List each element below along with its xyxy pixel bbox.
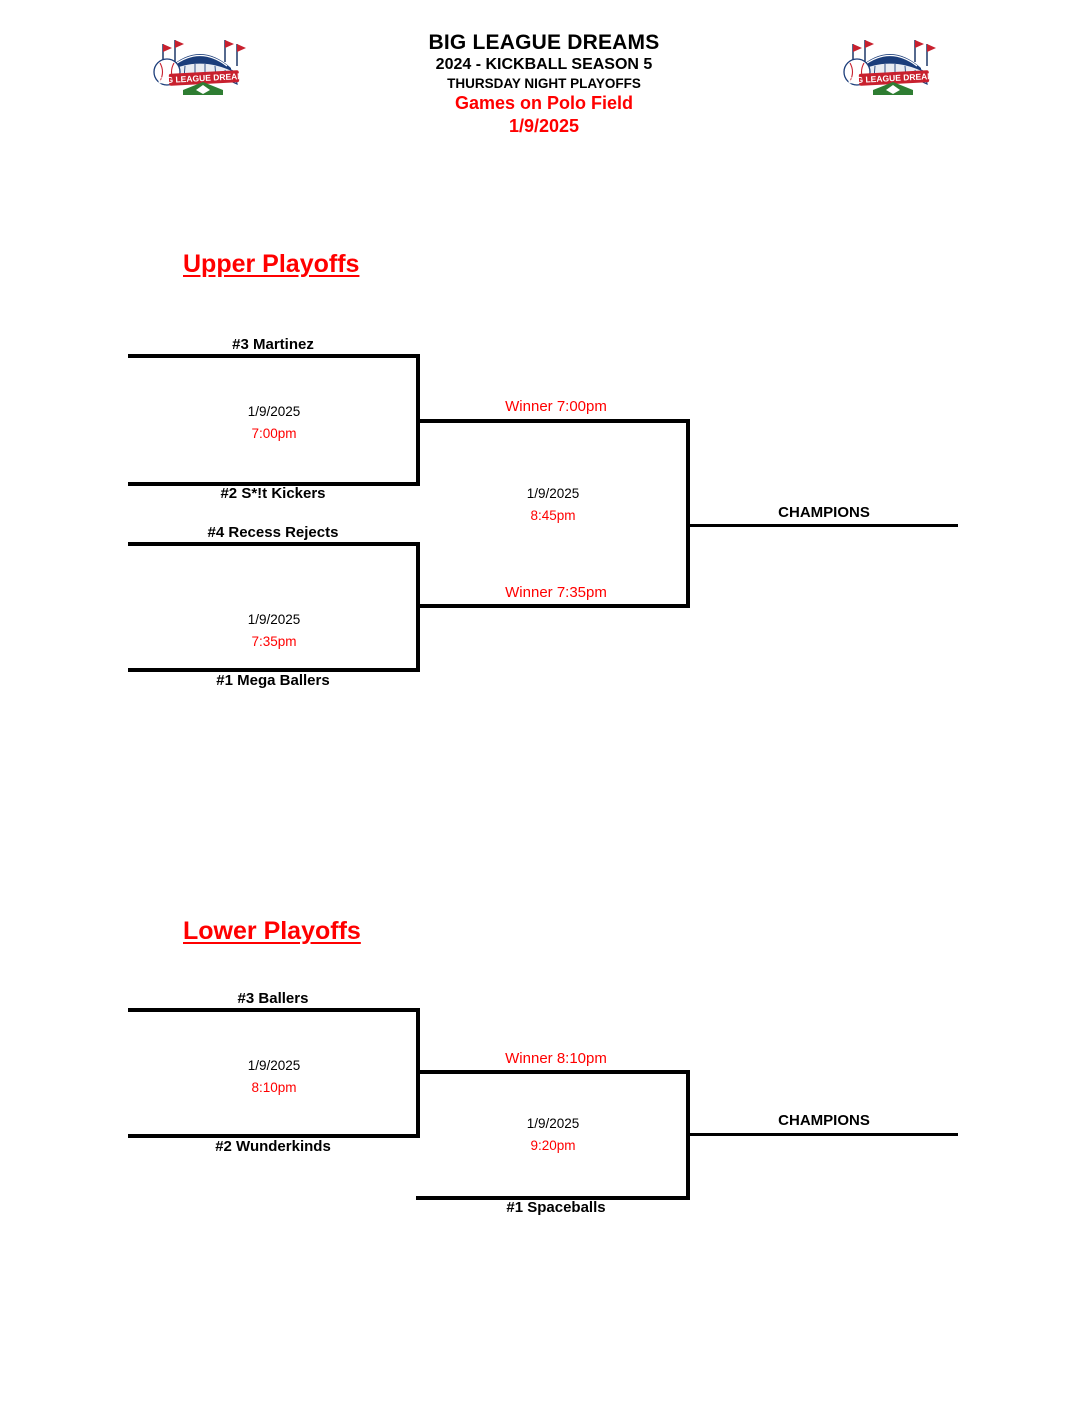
bracket-line-upper-r1-g2-top	[128, 542, 420, 546]
champions-label-lower: CHAMPIONS	[778, 1112, 870, 1129]
team-label-lower-final-bottom: #1 Spaceballs	[506, 1199, 606, 1216]
game-date: 1/9/2025	[526, 1116, 580, 1131]
game-date: 1/9/2025	[247, 404, 301, 419]
bracket-line-upper-r1-g2-bottom	[128, 668, 420, 672]
champions-label-upper: CHAMPIONS	[778, 504, 870, 521]
team-label-upper-r1-g2-bottom: #1 Mega Ballers	[216, 672, 330, 689]
bracket-line-upper-champions	[686, 524, 958, 527]
game-time: 8:45pm	[530, 508, 576, 523]
upper-playoffs-heading: Upper Playoffs	[183, 250, 360, 278]
game-time: 7:00pm	[251, 426, 297, 441]
svg-text:BIG LEAGUE DREAMS: BIG LEAGUE DREAMS	[158, 71, 251, 86]
header-date: 1/9/2025	[508, 116, 580, 136]
team-label-upper-r1-g2-top: #4 Recess Rejects	[207, 524, 339, 541]
team-label-upper-r1-g1-bottom: #2 S*!t Kickers	[220, 485, 326, 502]
game-date: 1/9/2025	[247, 612, 301, 627]
bracket-line-upper-final-bottom	[416, 604, 690, 608]
team-label-upper-r1-g1-top: #3 Martinez	[232, 336, 314, 353]
team-label-lower-r1-g1-bottom: #2 Wunderkinds	[215, 1138, 331, 1155]
bracket-line-lower-final-bottom	[416, 1196, 690, 1200]
game-info-lower-r1-g1: 1/9/2025 8:10pm	[178, 1055, 370, 1099]
game-info-upper-r1-g1: 1/9/2025 7:00pm	[178, 401, 370, 445]
team-label-lower-r1-g1-top: #3 Ballers	[237, 990, 309, 1007]
bracket-line-upper-r1-g1-bottom	[128, 482, 420, 486]
winner-slot-upper-final-bottom: Winner 7:35pm	[505, 584, 607, 601]
winner-slot-lower-final-top: Winner 8:10pm	[505, 1050, 607, 1067]
field-subtitle: Games on Polo Field	[454, 93, 634, 113]
game-info-upper-r1-g2: 1/9/2025 7:35pm	[178, 609, 370, 653]
game-time: 8:10pm	[251, 1080, 297, 1095]
game-info-upper-final: 1/9/2025 8:45pm	[457, 483, 649, 527]
big-league-dreams-logo: BIG LEAGUE DREAMS sports park	[829, 32, 951, 102]
winner-slot-upper-final-top: Winner 7:00pm	[505, 398, 607, 415]
season-subtitle: 2024 - KICKBALL SEASON 5	[435, 56, 653, 73]
big-league-dreams-logo: BIG LEAGUE DREAMS sports park	[139, 32, 261, 102]
bracket-line-lower-r1-g1-bottom	[128, 1134, 420, 1138]
bracket-line-lower-r1-g1-top	[128, 1008, 420, 1012]
game-time: 9:20pm	[530, 1138, 576, 1153]
lower-playoffs-heading: Lower Playoffs	[183, 917, 361, 945]
page-header: BIG LEAGUE DREAMS 2024 - KICKBALL SEASON…	[0, 30, 1088, 138]
svg-text:BIG LEAGUE DREAMS: BIG LEAGUE DREAMS	[848, 71, 941, 86]
bracket-line-lower-champions	[686, 1133, 958, 1136]
game-date: 1/9/2025	[526, 486, 580, 501]
bracket-line-upper-r1-g1-top	[128, 354, 420, 358]
page-title: BIG LEAGUE DREAMS	[428, 31, 660, 54]
game-info-lower-final: 1/9/2025 9:20pm	[457, 1113, 649, 1157]
game-time: 7:35pm	[251, 634, 297, 649]
bracket-line-upper-final-top	[416, 419, 690, 423]
game-date: 1/9/2025	[247, 1058, 301, 1073]
bracket-line-lower-final-top	[416, 1070, 690, 1074]
night-subtitle: THURSDAY NIGHT PLAYOFFS	[447, 76, 641, 91]
bracket-line-upper-final-connector	[686, 419, 690, 608]
